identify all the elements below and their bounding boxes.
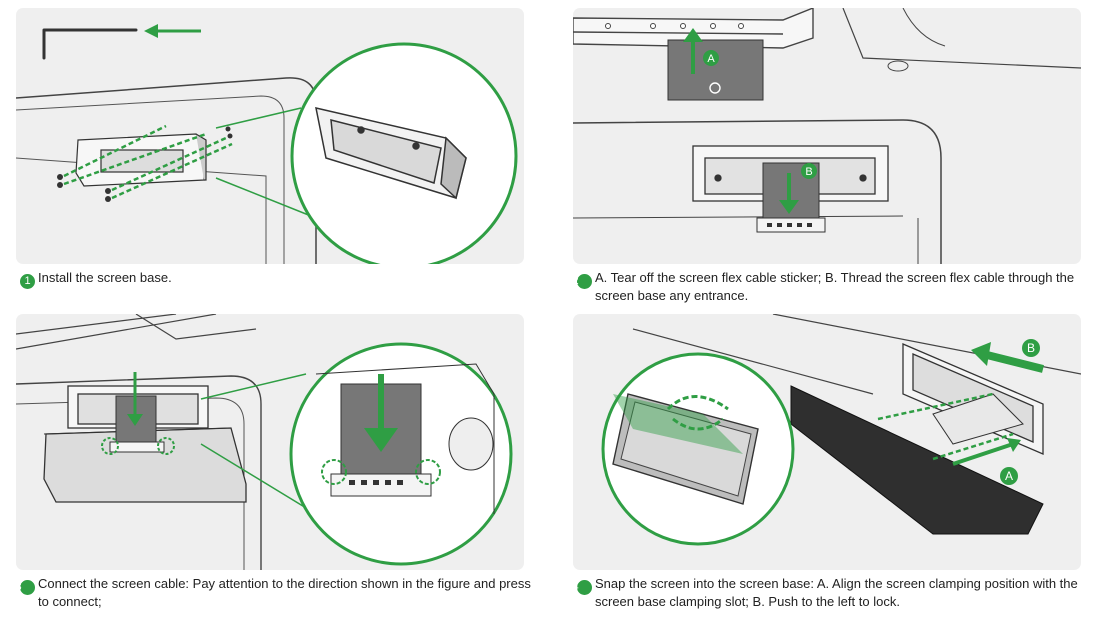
step-number-badge: 2 <box>572 274 592 289</box>
callout-b <box>801 163 817 179</box>
callout-b-label: B <box>805 166 812 178</box>
hex-key-icon <box>42 28 138 60</box>
screen-panel <box>790 385 1044 535</box>
step-2-illustration: A B <box>573 8 1081 264</box>
cable-sticker <box>667 39 764 101</box>
screen-base-detail <box>315 107 467 200</box>
callout-a <box>1000 467 1018 485</box>
step-number-badge: 1 <box>20 274 35 289</box>
callout-a-label: A <box>1005 469 1013 483</box>
step-text: Connect the screen cable: Pay attention … <box>38 576 531 609</box>
callout-a-label: A <box>707 53 715 65</box>
step-text: Install the screen base. <box>38 270 172 285</box>
step-1-illustration <box>16 8 524 264</box>
step-number-badge: 3 <box>15 580 35 595</box>
step-number-badge: 4 <box>572 580 592 595</box>
callout-b <box>1022 339 1040 357</box>
step-4-illustration: A B <box>573 314 1081 570</box>
step-text: Snap the screen into the screen base: A.… <box>595 576 1078 609</box>
step-3-illustration <box>16 314 524 570</box>
step-text: A. Tear off the screen flex cable sticke… <box>595 270 1075 303</box>
callout-a <box>703 50 719 66</box>
callout-b-label: B <box>1027 341 1035 355</box>
